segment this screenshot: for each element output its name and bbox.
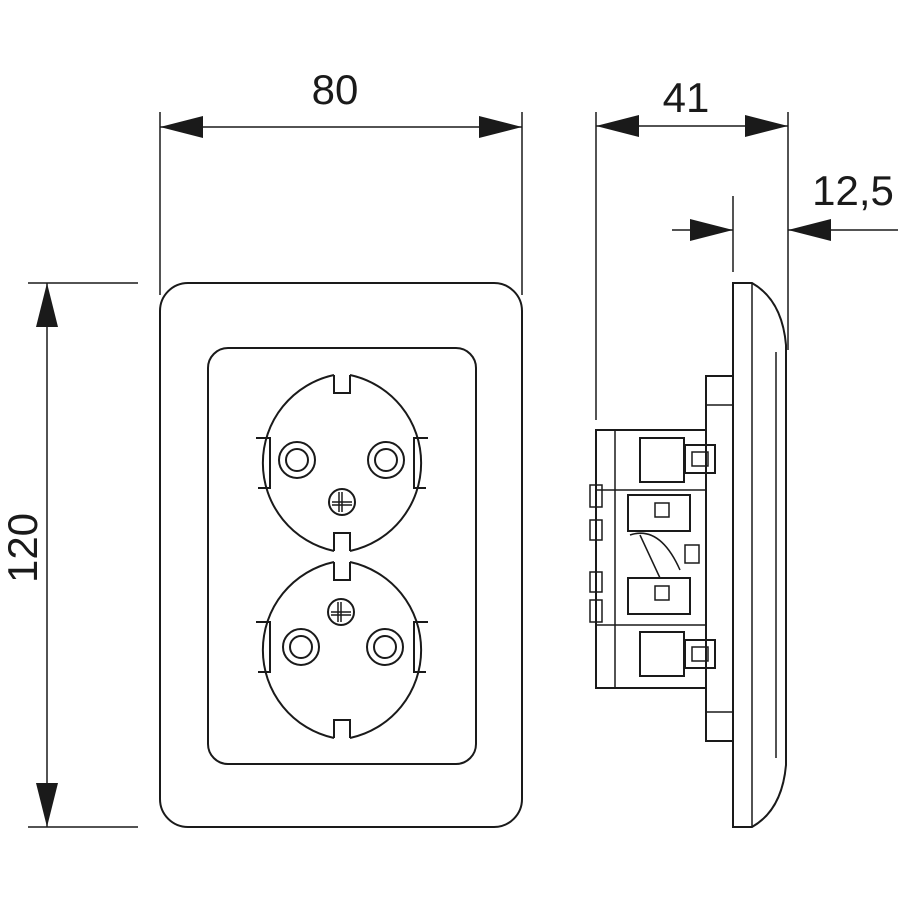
socket-bottom [256, 562, 428, 738]
outer-frame [160, 283, 522, 827]
cover-plate-profile [733, 283, 786, 827]
socket-top [256, 375, 428, 551]
plate-thickness-dimension-label: 12,5 [812, 167, 894, 214]
height-dimension-label: 120 [0, 513, 46, 583]
depth-dimension-label: 41 [663, 74, 710, 121]
front-view: 80 120 [0, 66, 522, 827]
height-dimension-line [36, 283, 58, 827]
depth-dimension-line [596, 115, 788, 137]
socket-body-profile [590, 430, 715, 688]
inner-insert [208, 348, 476, 764]
width-dimension-line [160, 116, 522, 138]
plate-thickness-dimension-line [672, 219, 898, 241]
mounting-frame-profile [706, 376, 733, 741]
side-view: 41 12,5 [590, 74, 898, 827]
width-dimension-label: 80 [312, 66, 359, 113]
